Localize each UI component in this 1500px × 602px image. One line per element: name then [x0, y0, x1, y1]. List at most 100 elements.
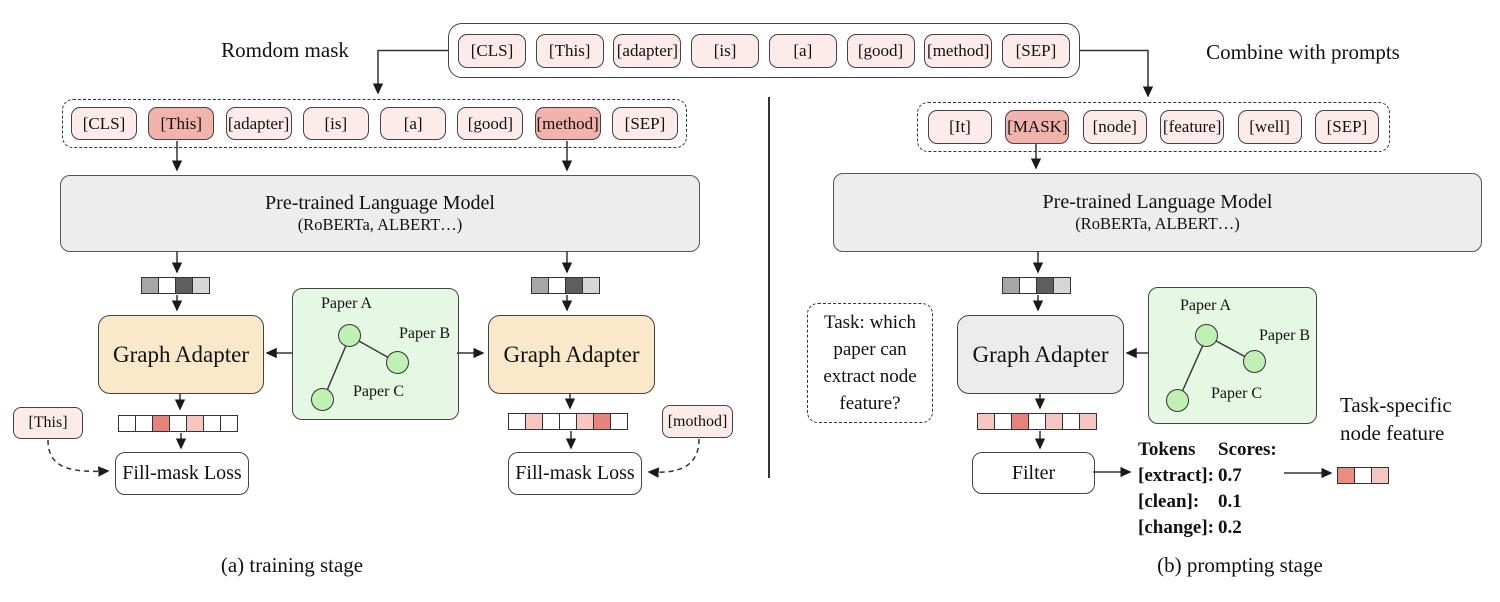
token: [adapter]	[613, 33, 682, 68]
token: [good]	[846, 33, 915, 68]
embedding-cell	[1019, 277, 1037, 294]
embedding-cell	[565, 277, 583, 294]
plm-subtitle: (RoBERTa, ALBERT…)	[1075, 214, 1240, 233]
token: [SEP]	[611, 107, 678, 140]
caption-a: (a) training stage	[220, 553, 364, 577]
embedding-cell	[508, 413, 526, 430]
paper-b-label: Paper B	[399, 325, 451, 342]
embedding-cell	[994, 413, 1012, 430]
tokens-header: Tokens	[1138, 439, 1196, 460]
paper-a-node	[1195, 324, 1218, 347]
embedding-cell	[158, 277, 176, 294]
embedding-cell	[186, 415, 204, 432]
fill-mask-loss-left: Fill-mask Loss	[115, 452, 249, 495]
graph-adapter-a-right: Graph Adapter	[488, 315, 655, 394]
token: [method]	[924, 33, 993, 68]
graph-adapter-a-left: Graph Adapter	[98, 315, 264, 394]
embedding-cell	[1371, 467, 1389, 484]
task-line: extract node	[823, 366, 917, 387]
paper-b-label: Paper B	[1259, 327, 1311, 344]
embedding-cell	[576, 413, 594, 430]
plm-subtitle: (RoBERTa, ALBERT…)	[297, 215, 463, 234]
token: [a]	[380, 107, 447, 140]
score-token: [clean]:	[1138, 491, 1200, 512]
embedding-cell	[152, 415, 170, 432]
token: [CLS]	[458, 33, 526, 68]
token: [feature]	[1160, 110, 1225, 144]
embedding-cell	[542, 413, 560, 430]
adapter-output-embedding	[118, 415, 238, 432]
plm-output-embedding	[1002, 277, 1071, 294]
token: [is]	[691, 33, 760, 68]
plm-output-embedding	[531, 277, 600, 294]
embedding-cell	[531, 277, 549, 294]
score-token: [extract]:	[1138, 465, 1214, 486]
token: [It]	[928, 110, 992, 144]
embedding-cell	[169, 415, 187, 432]
plm-output-embedding	[141, 277, 210, 294]
embedding-cell	[593, 413, 611, 430]
embedding-cell	[1062, 413, 1080, 430]
embedding-cell	[175, 277, 193, 294]
masked-token: [method]	[534, 107, 601, 140]
random-mask-label: Romdom mask	[221, 38, 349, 62]
masked-token: [This]	[148, 107, 215, 140]
paper-c-label: Paper C	[353, 383, 405, 400]
filter-box: Filter	[972, 452, 1095, 494]
token: [CLS]	[71, 107, 137, 140]
paper-c-node	[1166, 389, 1189, 412]
paper-graph-a: Paper A Paper B Paper C	[292, 288, 459, 420]
task-specific-feature-label: Task-specific node feature	[1340, 393, 1452, 445]
embedding-cell	[559, 413, 577, 430]
adapter-output-embedding	[977, 413, 1097, 430]
embedding-cell	[548, 277, 566, 294]
embedding-cell	[1354, 467, 1372, 484]
token: [good]	[457, 107, 524, 140]
plm-title: Pre-trained Language Model	[265, 192, 495, 214]
token: [adapter]	[225, 107, 292, 140]
token: [This]	[535, 33, 604, 68]
ground-truth-token-this: [This]	[13, 407, 83, 439]
embedding-cell	[1036, 277, 1054, 294]
embedding-cell	[1028, 413, 1046, 430]
paper-b-node	[386, 351, 409, 374]
embedding-cell	[118, 415, 136, 432]
embedding-cell	[135, 415, 153, 432]
paper-c-label: Paper C	[1211, 385, 1263, 402]
embedding-cell	[582, 277, 600, 294]
score-value: 0.7	[1218, 465, 1242, 486]
pretrained-language-model-b: Pre-trained Language Model (RoBERTa, ALB…	[833, 173, 1482, 252]
score-value: 0.2	[1218, 517, 1242, 538]
pretrained-language-model-a: Pre-trained Language Model (RoBERTa, ALB…	[60, 175, 700, 252]
task-line: feature?	[839, 393, 901, 414]
embedding-cell	[192, 277, 210, 294]
embedding-cell	[203, 415, 221, 432]
embedding-cell	[525, 413, 543, 430]
task-line: paper can	[833, 339, 907, 360]
top-token-sequence: [CLS] [This] [adapter] [is] [a] [good] […	[448, 23, 1080, 78]
stage-divider-line	[768, 97, 770, 478]
token: [a]	[768, 33, 837, 68]
paper-a-label: Paper A	[321, 295, 373, 312]
token: [is]	[302, 107, 369, 140]
paper-a-label: Paper A	[1180, 297, 1232, 314]
task-line: Task: which	[823, 312, 917, 333]
ground-truth-token-mothod: [mothod]	[662, 405, 733, 438]
embedding-cell	[1011, 413, 1029, 430]
embedding-cell	[977, 413, 995, 430]
paper-c-node	[311, 388, 334, 411]
score-value: 0.1	[1218, 491, 1242, 512]
paper-b-node	[1243, 350, 1266, 373]
token-scores-list: Tokens Scores: [extract]: 0.7 [clean]: 0…	[1138, 437, 1298, 541]
embedding-cell	[1337, 467, 1355, 484]
masked-token-sequence: [CLS] [This] [adapter] [is] [a] [good] […	[62, 99, 687, 148]
embedding-cell	[1002, 277, 1020, 294]
paper-a-node	[338, 324, 361, 347]
embedding-cell	[141, 277, 159, 294]
plm-title: Pre-trained Language Model	[1042, 191, 1273, 213]
task-specific-feature-embedding	[1337, 467, 1389, 484]
adapter-output-embedding	[508, 413, 628, 430]
token: [SEP]	[1314, 110, 1379, 144]
task-description-box: Task: which paper can extract node featu…	[807, 303, 933, 423]
